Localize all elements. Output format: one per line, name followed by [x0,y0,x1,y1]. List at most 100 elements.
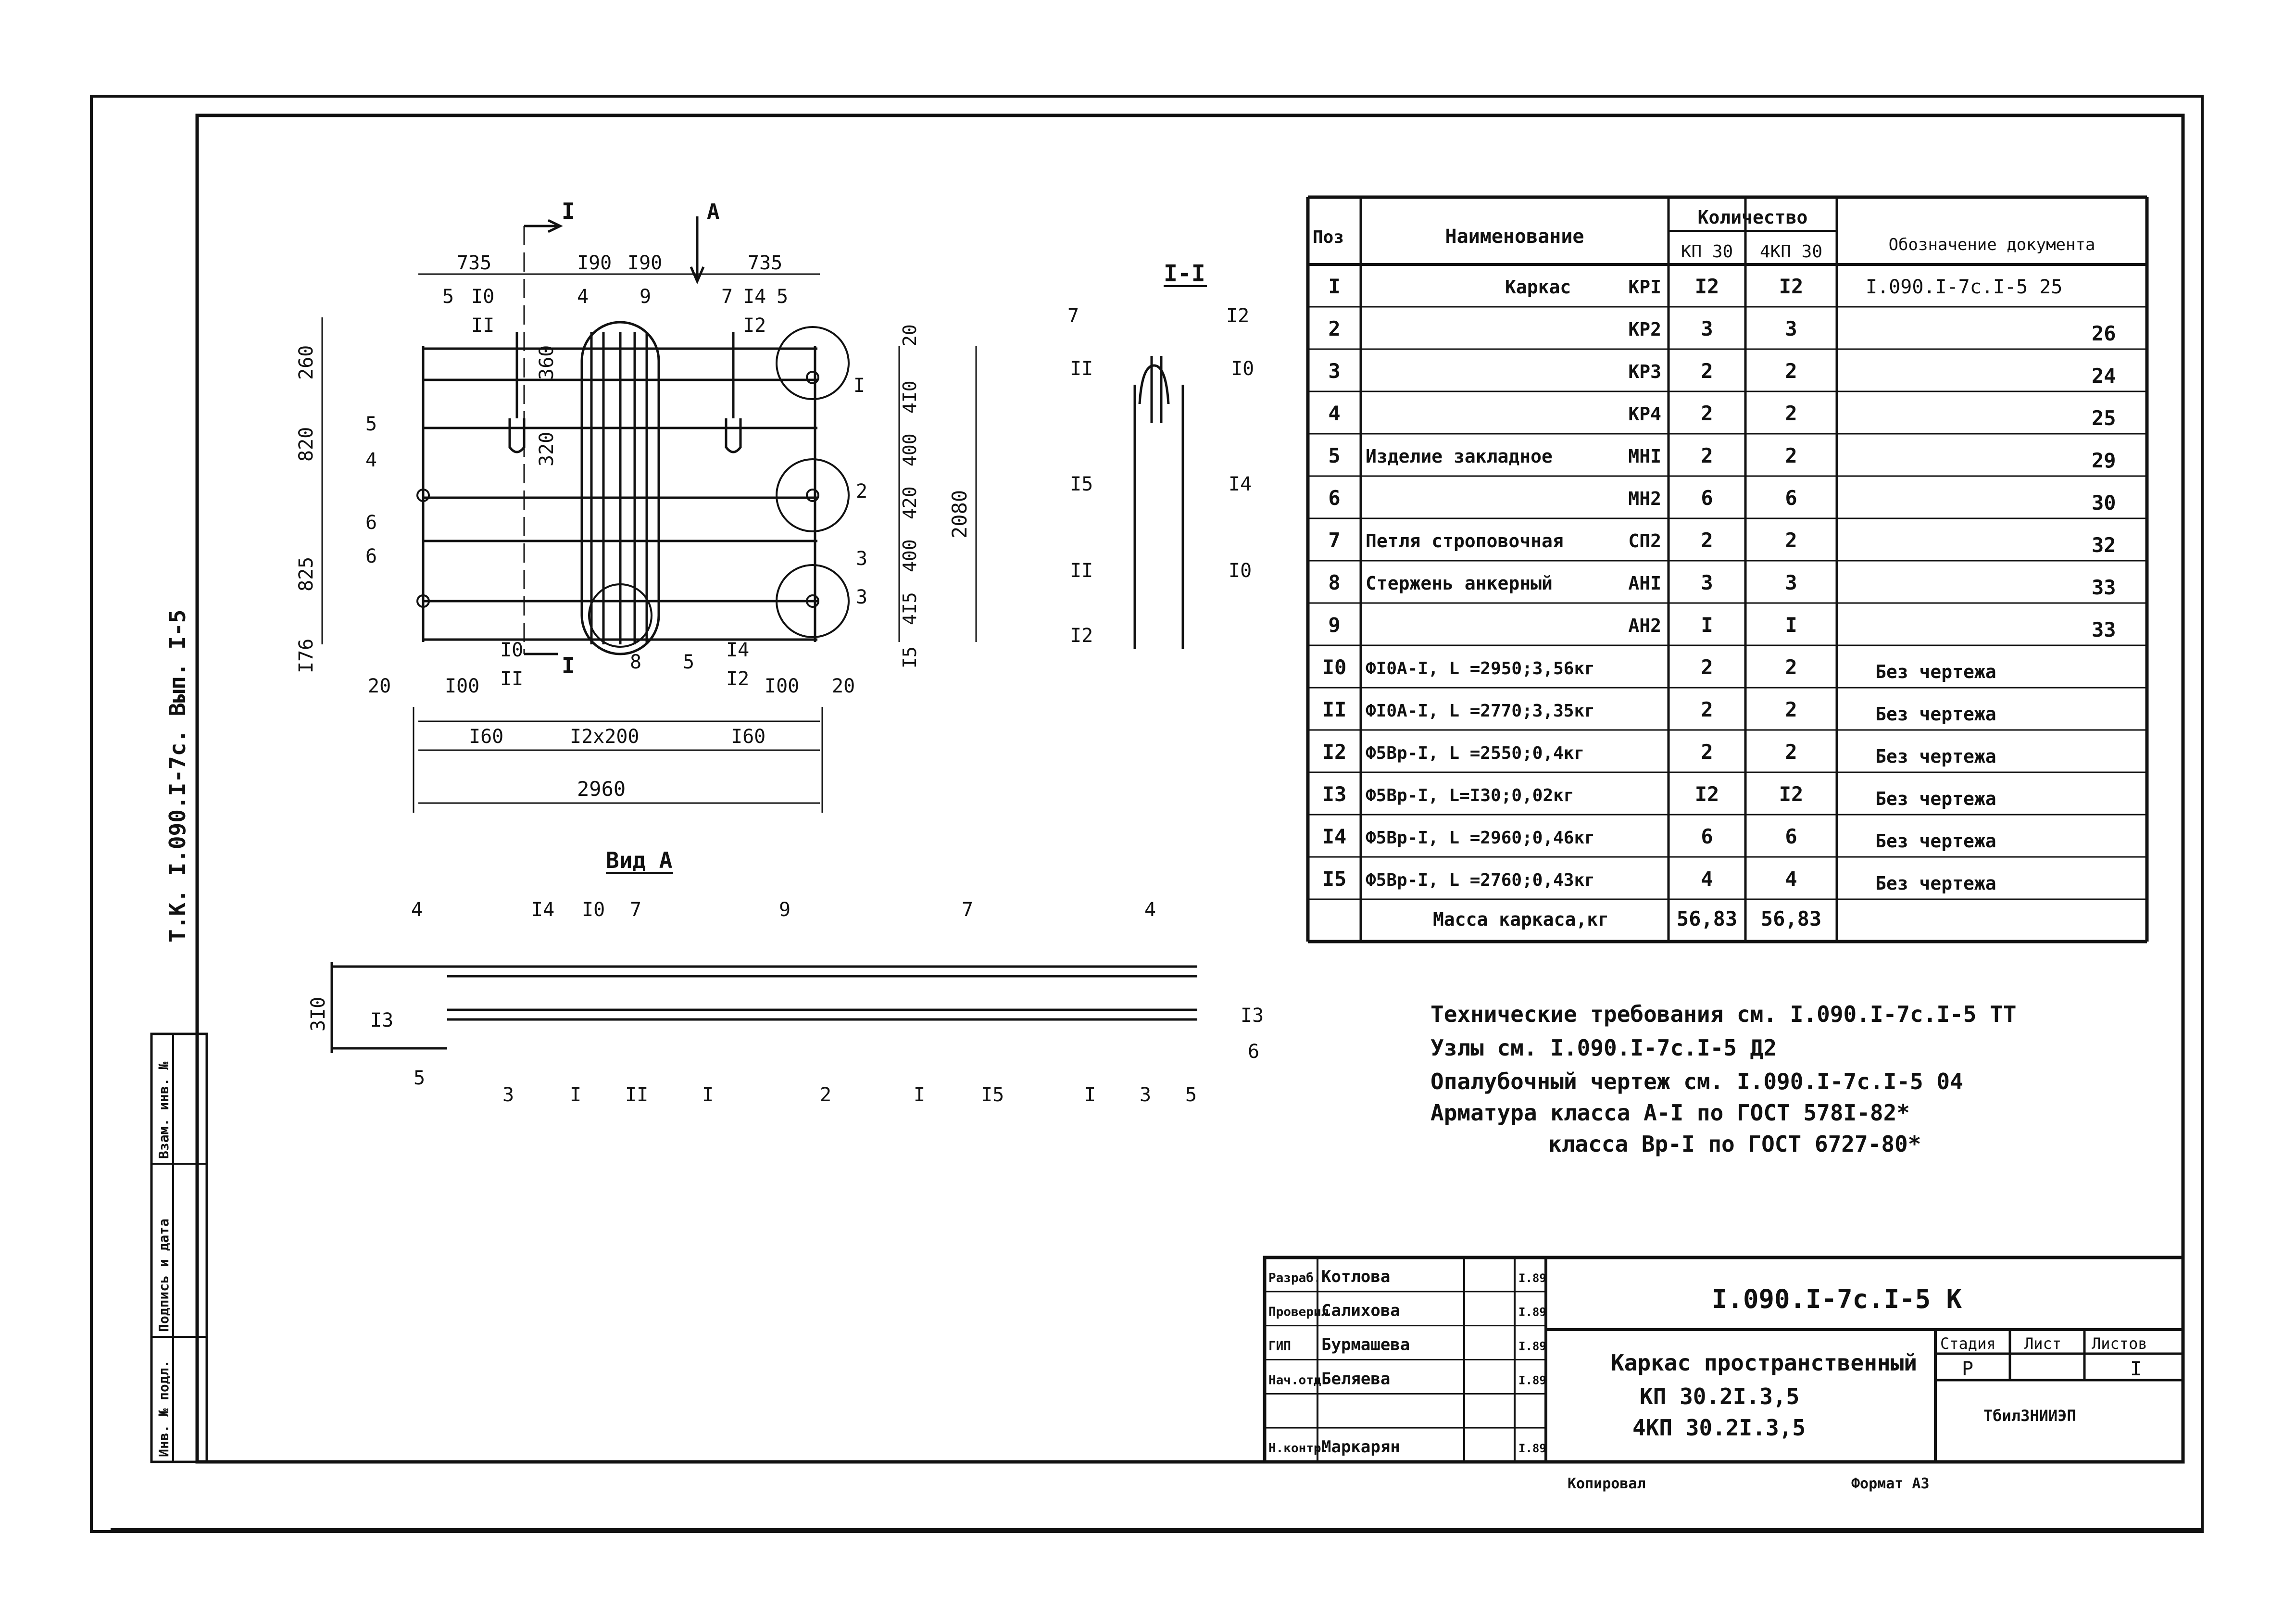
dim-bottom-12x200: I2х200 [570,726,640,748]
spec-row-doc: 33 [2092,618,2116,641]
section-label: II [1070,560,1093,582]
spec-row-qty2: 6 [1785,486,1797,510]
spec-header-doc: Обозначение документа [1889,235,2095,254]
spec-row-pos: I3 [1322,782,1347,806]
spec-row-qty2: 2 [1785,359,1797,383]
spec-row-doc: Без чертежа [1875,830,1996,852]
dim-bottom-20-left: 20 [368,675,391,697]
view-label-top: 7 [962,899,973,921]
plan-label: 5 [683,651,694,673]
spec-row-mark: МН2 [1628,488,1661,509]
spec-row-doc: Без чертежа [1875,661,1996,682]
dim-320: 320 [536,432,558,466]
title-line: 4КП 30.2I.3,5 [1632,1415,1806,1441]
spec-row-qty2: 2 [1785,740,1797,764]
spec-row-pos: I2 [1322,740,1347,764]
spec-row-doc: Без чертежа [1875,788,1996,809]
section-label: I0 [1231,358,1254,380]
dim-right-415: 4I5 [899,592,920,625]
plan-label: 5 [365,413,377,435]
section-label: II [1070,358,1093,380]
spec-row-qty1: 2 [1701,528,1713,552]
plan-label: 2 [856,480,867,503]
sheets-value: I [2130,1358,2142,1380]
spec-row-qty1: 6 [1701,825,1713,848]
dim-length-2960: 2960 [577,777,626,801]
tb-date: I.89 [1518,1373,1546,1387]
tb-role: Проверил [1268,1305,1329,1320]
technical-notes: Технические требования см. I.090.I-7с.I-… [1430,1001,2017,1157]
view-label-bottom: 2 [820,1084,831,1106]
spec-row-pos: I [1328,275,1340,298]
view-marker: A [707,200,720,224]
plan-label: I0 [500,639,523,661]
note-line: Технические требования см. I.090.I-7с.I-… [1430,1001,2017,1027]
plan-label: 8 [630,651,641,673]
dim-right-420: 420 [899,486,920,519]
spec-row-pos: I0 [1322,655,1347,679]
tb-role: ГИП [1268,1339,1291,1354]
spec-row-qty2: 6 [1785,825,1797,848]
section-label: 7 [1067,305,1079,327]
view-label-bottom: 3 [502,1084,514,1106]
dim-bottom-20-right: 20 [832,675,855,697]
view-label-top: I4 [531,899,554,921]
spec-row-doc: 33 [2092,576,2116,599]
spec-row-qty2: 2 [1785,444,1797,467]
spec-row-pos: 4 [1328,402,1340,425]
section-label: I4 [1229,473,1252,495]
plan-label: 5 [442,286,454,308]
dim-right-410: 4I0 [899,380,920,414]
dim-right-400b: 400 [899,539,920,572]
spec-row-mark: СП2 [1628,530,1661,552]
spec-row-pos: 6 [1328,486,1340,510]
spec-header-pos: Поз [1313,227,1344,247]
footer-copied: Копировал [1568,1475,1646,1492]
spec-row-doc: Без чертежа [1875,873,1996,894]
spec-header-qty2: 4КП 30 [1760,242,1822,262]
plan-label: I4 [743,286,766,308]
spec-row-qty2: I2 [1779,275,1804,298]
spec-row-qty1: 3 [1701,317,1713,340]
dim-right-400a: 400 [899,433,920,466]
plan-label: I4 [726,639,749,661]
stage-label: Стадия [1940,1334,1996,1353]
spec-row-name: Ф5Вр-I, L=I30;0,02кг [1366,786,1574,805]
spec-row-name: Изделие закладное [1366,446,1553,467]
view-a: Вид А 3I0 4 I4 I0 7 9 7 4 5 3 I II I 2 I [307,847,1264,1106]
dim-360: 360 [536,345,558,380]
tb-date: I.89 [1518,1306,1546,1319]
spec-row-qty2: 3 [1785,317,1797,340]
spec-row-mark: КР4 [1628,403,1661,425]
spec-row-qty1: 2 [1701,444,1713,467]
note-line: класса Вр-I по ГОСТ 6727-80* [1548,1131,1921,1157]
spec-row-qty1: 3 [1701,571,1713,594]
spec-row-qty2: 2 [1785,528,1797,552]
spec-row-qty1: 2 [1701,698,1713,721]
spec-row-doc: I.090.I-7с.I-5 25 [1866,276,2062,298]
spec-row-mark: АНI [1628,573,1661,594]
stage-value: Р [1962,1358,1973,1380]
section-marker-bottom: I [562,653,575,679]
section-title: I-I [1164,260,1205,287]
view-label-bottom: I [914,1084,925,1106]
view-label-bottom: 3 [1140,1084,1151,1106]
tb-date: I.89 [1518,1271,1546,1285]
view-label-bottom: 5 [1185,1084,1197,1106]
spec-row-mark: АН2 [1628,615,1661,636]
note-line: Арматура класса А-I по ГОСТ 578I-82* [1430,1100,1910,1126]
plan-label: I2 [743,314,766,337]
spec-row-pos: 2 [1328,317,1340,340]
section-view: I-I 7 I2 II I0 I5 I4 II I0 I2 [1067,260,1254,649]
view-label-bottom: II [625,1084,648,1106]
spec-mass-label: Масса каркаса,кг [1433,909,1609,930]
section-label: I2 [1226,305,1249,327]
plan-label: 4 [577,286,589,308]
spec-row-qty1: 2 [1701,359,1713,383]
dim-bottom-160-left: I60 [469,726,503,748]
view-label-top: 7 [630,899,641,921]
plan-label: 3 [856,548,867,570]
spec-row-name: ФI0А-I, L =2770;3,35кг [1366,701,1595,721]
